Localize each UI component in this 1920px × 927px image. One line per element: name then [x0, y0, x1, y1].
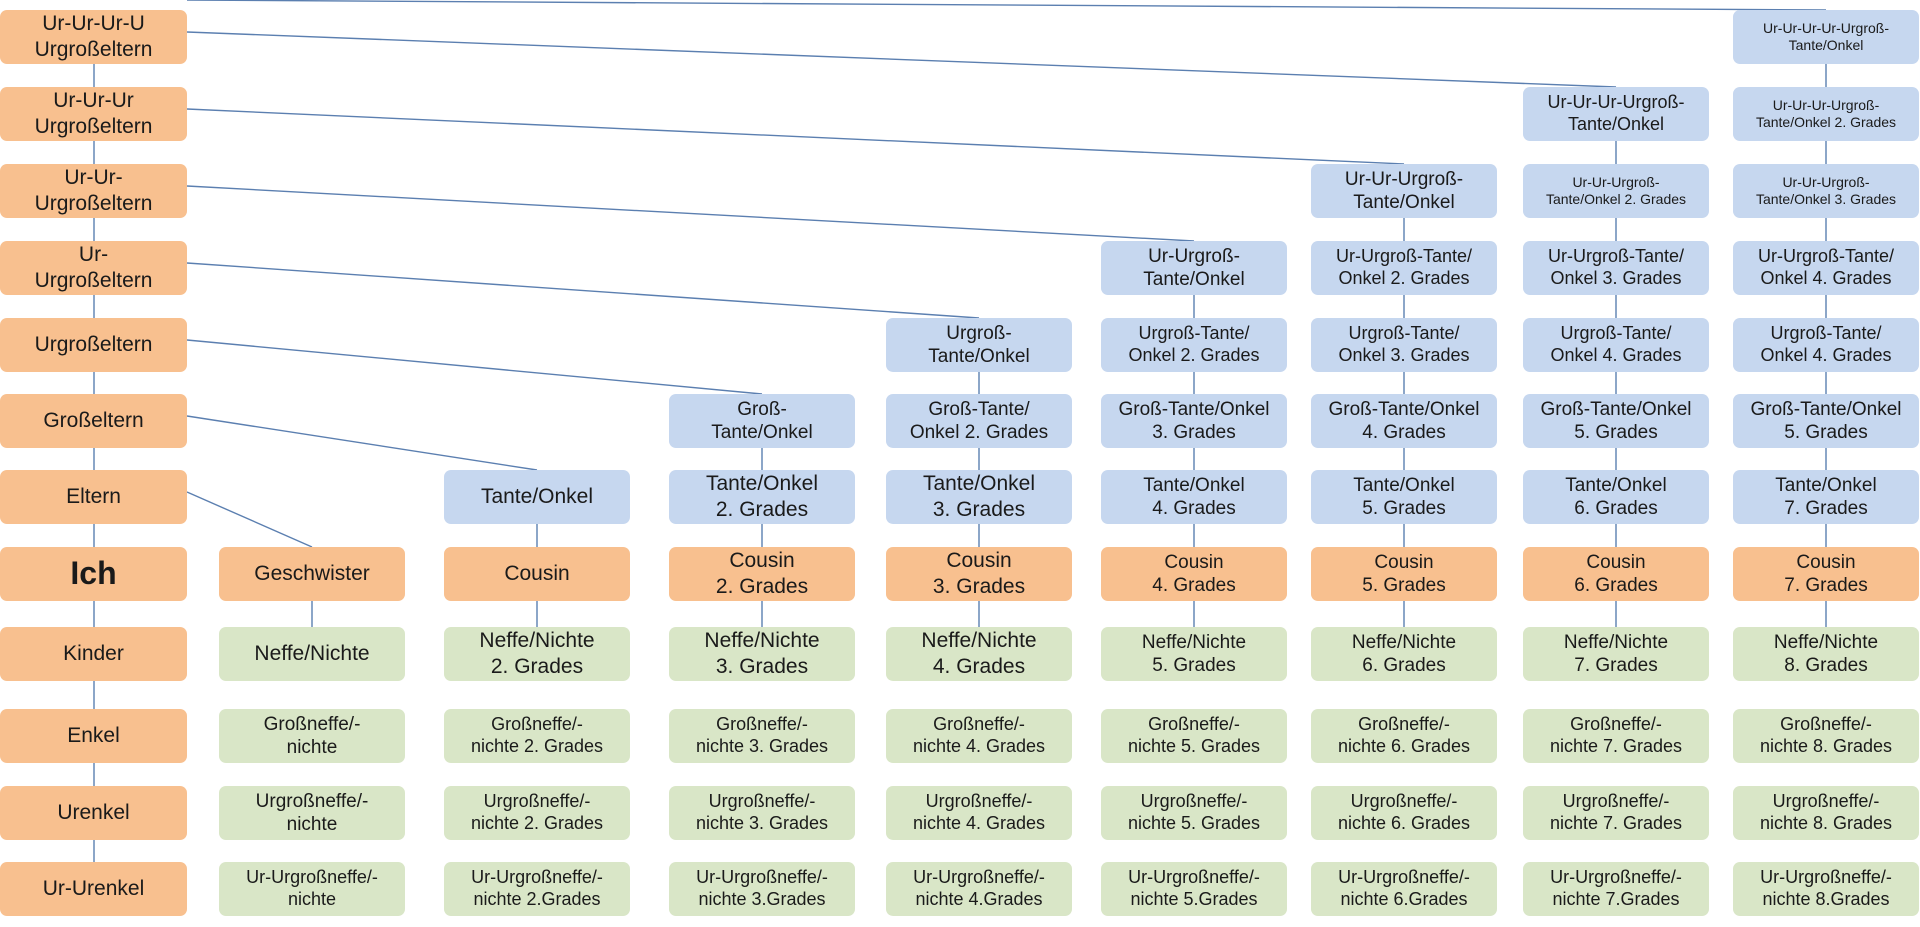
ancestor-to-sibling-line-connector [186, 31, 1617, 88]
relative-box-urgrossneffe-nichte-8-grades: Urgroßneffe/- nichte 8. Grades [1733, 786, 1919, 840]
relative-box-grossneffe-nichte-5-grades: Großneffe/- nichte 5. Grades [1101, 709, 1287, 763]
ancestor-to-sibling-line-connector [186, 262, 980, 319]
ancestor-box-urgrosseltern: Urgroßeltern [0, 318, 187, 372]
relative-box-cousin-3-grades: Cousin 3. Grades [886, 547, 1072, 601]
relative-box-ur-urgrossneffe-nichte-7-grades: Ur-Urgroßneffe/- nichte 7.Grades [1523, 862, 1709, 916]
relative-box-grossneffe-nichte-7-grades: Großneffe/- nichte 7. Grades [1523, 709, 1709, 763]
relative-box-tante-onkel-3-grades: Tante/Onkel 3. Grades [886, 470, 1072, 524]
ancestor-box-urenkel: Urenkel [0, 786, 187, 840]
ancestor-box-ur-urenkel: Ur-Urenkel [0, 862, 187, 916]
relative-box-tante-onkel-7-grades: Tante/Onkel 7. Grades [1733, 470, 1919, 524]
relative-box-cousin-6-grades: Cousin 6. Grades [1523, 547, 1709, 601]
relative-box-gross-tante-onkel: Groß- Tante/Onkel [669, 394, 855, 448]
relative-box-tante-onkel-5-grades: Tante/Onkel 5. Grades [1311, 470, 1497, 524]
ancestor-to-sibling-line-connector [186, 0, 1827, 11]
relative-box-urgrossneffe-nichte-4-grades: Urgroßneffe/- nichte 4. Grades [886, 786, 1072, 840]
relative-box-ur-ur-urgross-tante-onkel-3-grades: Ur-Ur-Urgroß- Tante/Onkel 3. Grades [1733, 164, 1919, 218]
relative-box-grossneffe-nichte-6-grades: Großneffe/- nichte 6. Grades [1311, 709, 1497, 763]
relative-box-neffe-nichte-4-grades: Neffe/Nichte 4. Grades [886, 627, 1072, 681]
relative-box-geschwister: Geschwister [219, 547, 405, 601]
relative-box-neffe-nichte-2-grades: Neffe/Nichte 2. Grades [444, 627, 630, 681]
ancestor-box-ur-ur-ur-u-urgrosseltern: Ur-Ur-Ur-U Urgroßeltern [0, 10, 187, 64]
ancestor-box-eltern: Eltern [0, 470, 187, 524]
relative-box-ur-ur-urgross-tante-onkel: Ur-Ur-Urgroß- Tante/Onkel [1311, 164, 1497, 218]
relative-box-ur-urgrossneffe-nichte-4-grades: Ur-Urgroßneffe/- nichte 4.Grades [886, 862, 1072, 916]
relative-box-cousin-5-grades: Cousin 5. Grades [1311, 547, 1497, 601]
relative-box-grossneffe-nichte: Großneffe/- nichte [219, 709, 405, 763]
relative-box-urgrossneffe-nichte-3-grades: Urgroßneffe/- nichte 3. Grades [669, 786, 855, 840]
relative-box-ur-ur-urgross-tante-onkel-2-grades: Ur-Ur-Urgroß- Tante/Onkel 2. Grades [1523, 164, 1709, 218]
relative-box-neffe-nichte-8-grades: Neffe/Nichte 8. Grades [1733, 627, 1919, 681]
ancestor-box-ich: Ich [0, 547, 187, 601]
relative-box-ur-ur-ur-urgross-tante-onkel-2-grades: Ur-Ur-Ur-Urgroß- Tante/Onkel 2. Grades [1733, 87, 1919, 141]
relative-box-urgross-tante-onkel-2-grades: Urgroß-Tante/ Onkel 2. Grades [1101, 318, 1287, 372]
ancestor-to-sibling-line-connector [186, 108, 1405, 165]
relative-box-gross-tante-onkel-5-grades: Groß-Tante/Onkel 5. Grades [1523, 394, 1709, 448]
relative-box-ur-urgrossneffe-nichte-6-grades: Ur-Urgroßneffe/- nichte 6.Grades [1311, 862, 1497, 916]
relative-box-ur-ur-ur-ur-urgross-tante-onkel: Ur-Ur-Ur-Ur-Urgroß- Tante/Onkel [1733, 10, 1919, 64]
relative-box-grossneffe-nichte-4-grades: Großneffe/- nichte 4. Grades [886, 709, 1072, 763]
relative-box-cousin: Cousin [444, 547, 630, 601]
relative-box-grossneffe-nichte-8-grades: Großneffe/- nichte 8. Grades [1733, 709, 1919, 763]
relative-box-ur-urgrossneffe-nichte-5-grades: Ur-Urgroßneffe/- nichte 5.Grades [1101, 862, 1287, 916]
relative-box-neffe-nichte: Neffe/Nichte [219, 627, 405, 681]
ancestor-to-sibling-line-connector [186, 339, 763, 395]
ancestor-to-sibling-line-connector [186, 491, 313, 548]
ancestor-box-grosseltern: Großeltern [0, 394, 187, 448]
relative-box-tante-onkel-6-grades: Tante/Onkel 6. Grades [1523, 470, 1709, 524]
relative-box-ur-ur-ur-urgross-tante-onkel: Ur-Ur-Ur-Urgroß- Tante/Onkel [1523, 87, 1709, 141]
ancestor-box-ur-ur-ur-urgrosseltern: Ur-Ur-Ur Urgroßeltern [0, 87, 187, 141]
relative-box-urgrossneffe-nichte-5-grades: Urgroßneffe/- nichte 5. Grades [1101, 786, 1287, 840]
relative-box-cousin-2-grades: Cousin 2. Grades [669, 547, 855, 601]
relative-box-ur-urgrossneffe-nichte-8-grades: Ur-Urgroßneffe/- nichte 8.Grades [1733, 862, 1919, 916]
relative-box-gross-tante-onkel-3-grades: Groß-Tante/Onkel 3. Grades [1101, 394, 1287, 448]
relative-box-ur-urgrossneffe-nichte: Ur-Urgroßneffe/- nichte [219, 862, 405, 916]
relative-box-ur-urgrossneffe-nichte-2-grades: Ur-Urgroßneffe/- nichte 2.Grades [444, 862, 630, 916]
ancestor-box-enkel: Enkel [0, 709, 187, 763]
ancestor-box-kinder: Kinder [0, 627, 187, 681]
relative-box-neffe-nichte-7-grades: Neffe/Nichte 7. Grades [1523, 627, 1709, 681]
ancestor-box-ur-urgrosseltern: Ur- Urgroßeltern [0, 241, 187, 295]
ancestor-box-ur-ur-urgrosseltern: Ur-Ur- Urgroßeltern [0, 164, 187, 218]
relative-box-urgrossneffe-nichte-6-grades: Urgroßneffe/- nichte 6. Grades [1311, 786, 1497, 840]
ancestor-to-sibling-line-connector [186, 415, 538, 471]
relative-box-urgross-tante-onkel-4-grades: Urgroß-Tante/ Onkel 4. Grades [1523, 318, 1709, 372]
relative-box-urgross-tante-onkel-4-grades: Urgroß-Tante/ Onkel 4. Grades [1733, 318, 1919, 372]
relative-box-ur-urgross-tante-onkel-2-grades: Ur-Urgroß-Tante/ Onkel 2. Grades [1311, 241, 1497, 295]
relative-box-cousin-4-grades: Cousin 4. Grades [1101, 547, 1287, 601]
relative-box-urgrossneffe-nichte-2-grades: Urgroßneffe/- nichte 2. Grades [444, 786, 630, 840]
relative-box-gross-tante-onkel-2-grades: Groß-Tante/ Onkel 2. Grades [886, 394, 1072, 448]
relative-box-ur-urgrossneffe-nichte-3-grades: Ur-Urgroßneffe/- nichte 3.Grades [669, 862, 855, 916]
relative-box-neffe-nichte-5-grades: Neffe/Nichte 5. Grades [1101, 627, 1287, 681]
relative-box-ur-urgross-tante-onkel: Ur-Urgroß- Tante/Onkel [1101, 241, 1287, 295]
relative-box-tante-onkel: Tante/Onkel [444, 470, 630, 524]
relative-box-grossneffe-nichte-2-grades: Großneffe/- nichte 2. Grades [444, 709, 630, 763]
relative-box-tante-onkel-2-grades: Tante/Onkel 2. Grades [669, 470, 855, 524]
relative-box-tante-onkel-4-grades: Tante/Onkel 4. Grades [1101, 470, 1287, 524]
relative-box-gross-tante-onkel-4-grades: Groß-Tante/Onkel 4. Grades [1311, 394, 1497, 448]
relative-box-gross-tante-onkel-5-grades: Groß-Tante/Onkel 5. Grades [1733, 394, 1919, 448]
relative-box-neffe-nichte-6-grades: Neffe/Nichte 6. Grades [1311, 627, 1497, 681]
relative-box-urgross-tante-onkel-3-grades: Urgroß-Tante/ Onkel 3. Grades [1311, 318, 1497, 372]
ancestor-to-sibling-line-connector [186, 185, 1195, 242]
relative-box-grossneffe-nichte-3-grades: Großneffe/- nichte 3. Grades [669, 709, 855, 763]
relative-box-ur-urgross-tante-onkel-3-grades: Ur-Urgroß-Tante/ Onkel 3. Grades [1523, 241, 1709, 295]
relative-box-ur-urgross-tante-onkel-4-grades: Ur-Urgroß-Tante/ Onkel 4. Grades [1733, 241, 1919, 295]
relative-box-cousin-7-grades: Cousin 7. Grades [1733, 547, 1919, 601]
relative-box-urgrossneffe-nichte: Urgroßneffe/- nichte [219, 786, 405, 840]
relative-box-urgross-tante-onkel: Urgroß- Tante/Onkel [886, 318, 1072, 372]
relative-box-neffe-nichte-3-grades: Neffe/Nichte 3. Grades [669, 627, 855, 681]
relative-box-urgrossneffe-nichte-7-grades: Urgroßneffe/- nichte 7. Grades [1523, 786, 1709, 840]
